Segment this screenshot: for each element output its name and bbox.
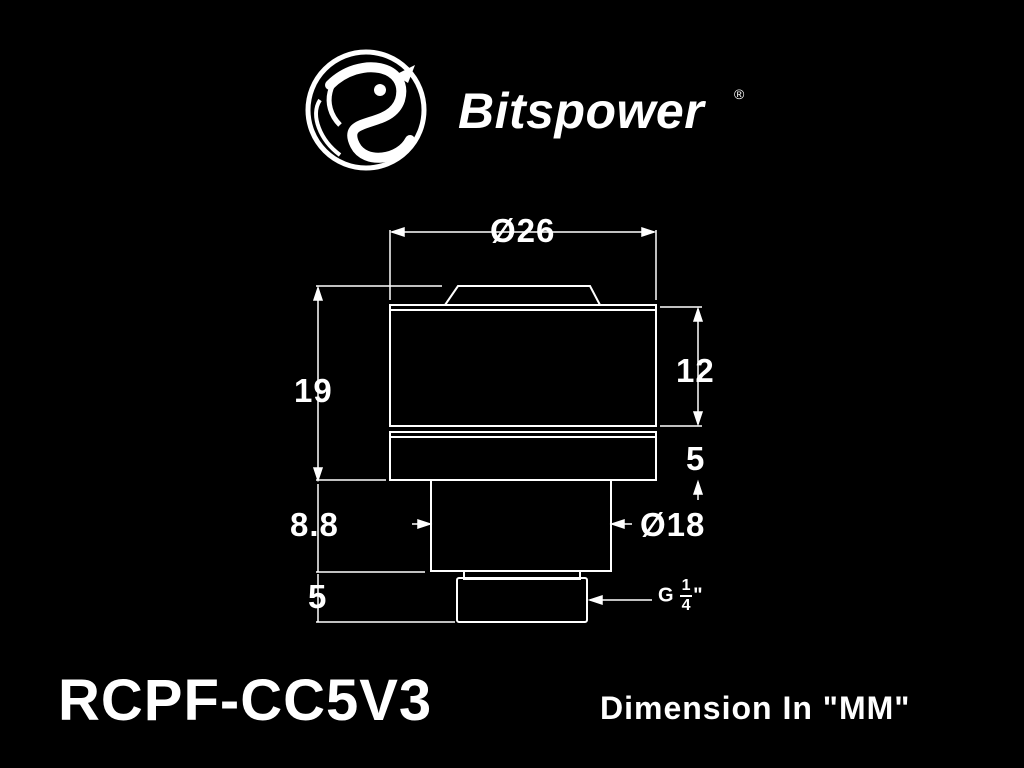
- model-number: RCPF-CC5V3: [58, 668, 433, 733]
- units-label: Dimension In "MM": [600, 690, 911, 726]
- registered-mark: ®: [734, 86, 745, 102]
- thread-body: [456, 577, 588, 623]
- thread-numerator: 1: [681, 577, 691, 594]
- ring-body: [389, 431, 657, 481]
- dim-thread-height: 5: [308, 578, 328, 615]
- thread-suffix: ": [693, 584, 703, 607]
- thread-fraction: 1 4: [680, 577, 693, 614]
- dim-cap-height: 12: [676, 352, 715, 389]
- dim-ring-height: 5: [686, 440, 706, 477]
- dim-neck-diameter: Ø18: [640, 506, 706, 543]
- brand-name: Bitspower: [458, 83, 705, 139]
- cap-body: [389, 304, 657, 427]
- neck-body: [430, 479, 612, 572]
- dim-diameter-top: Ø26: [490, 212, 556, 249]
- top-chamfer: [444, 285, 601, 306]
- thread-label: G 1 4 ": [658, 578, 703, 614]
- dragon-logo-icon: [305, 49, 427, 171]
- dim-total-height: 19: [294, 372, 333, 409]
- thread-prefix: G: [658, 584, 674, 607]
- thread-denominator: 4: [681, 597, 691, 614]
- dim-neck-height: 8.8: [290, 506, 339, 543]
